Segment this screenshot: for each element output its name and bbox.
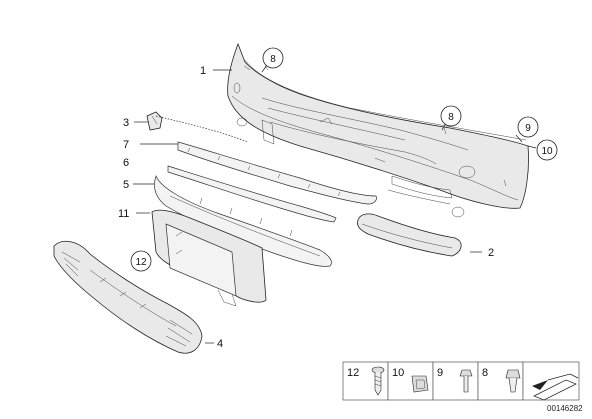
fastener-legend: 12 10 9 8 xyxy=(342,361,580,401)
grille-strip-7 xyxy=(177,141,377,205)
callout-9-label: 9 xyxy=(525,123,531,134)
callout-6: 6 xyxy=(123,157,129,169)
callout-8-label: 8 xyxy=(448,112,454,123)
bolt-icon xyxy=(459,369,473,393)
legend-label-9: 9 xyxy=(437,367,443,379)
callout-8-label: 8 xyxy=(270,54,276,65)
callout-10-label: 10 xyxy=(541,146,553,157)
callout-1: 1 xyxy=(200,65,206,77)
rail-strip-6 xyxy=(167,165,337,223)
circled-callout-8-top: 8 xyxy=(262,47,284,69)
legend-label-10: 10 xyxy=(392,367,404,379)
clip-part-3 xyxy=(146,111,163,131)
callout-11: 11 xyxy=(118,208,129,220)
screw-icon xyxy=(371,366,385,396)
callout-12-label: 12 xyxy=(135,257,147,268)
circled-callout-9: 9 xyxy=(517,116,539,138)
bumper-shell xyxy=(227,42,529,218)
expanding-rivet-icon xyxy=(505,369,521,393)
callout-2: 2 xyxy=(488,247,494,259)
circled-callout-8-right: 8 xyxy=(440,105,462,127)
grille-strip-5 xyxy=(154,174,332,267)
circled-callout-12: 12 xyxy=(130,250,152,272)
lower-mesh-grille xyxy=(53,240,203,354)
circled-callout-10: 10 xyxy=(536,139,558,161)
license-plate-holder xyxy=(151,209,267,307)
callout-7: 7 xyxy=(123,139,129,151)
arrow-direction-icon xyxy=(532,373,579,401)
trim-strip-right xyxy=(357,213,462,257)
diagram-id: 00146282 xyxy=(547,404,583,413)
legend-label-12: 12 xyxy=(347,367,359,379)
legend-label-8: 8 xyxy=(482,367,488,379)
callout-4: 4 xyxy=(217,338,223,350)
callout-5: 5 xyxy=(123,179,129,191)
callout-3: 3 xyxy=(123,117,129,129)
clip-nut-icon xyxy=(411,375,429,393)
leader-lines xyxy=(133,64,537,344)
